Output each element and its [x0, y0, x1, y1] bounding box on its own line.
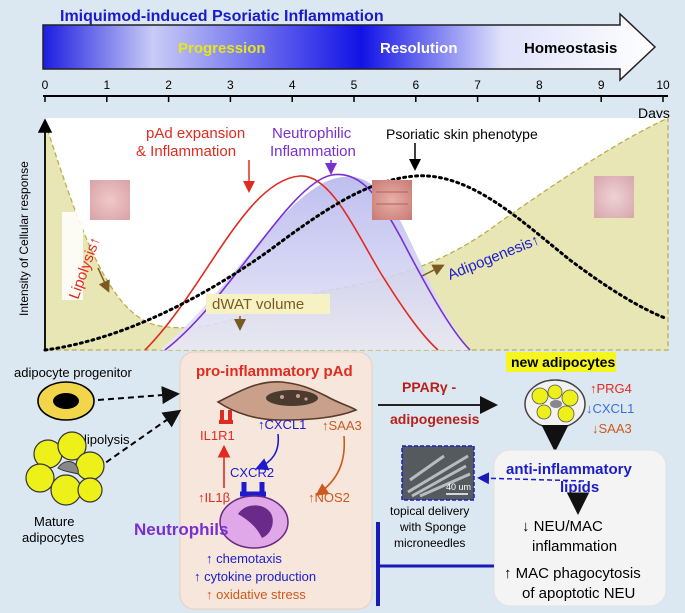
lipolysis-arrow [97, 267, 110, 293]
neu-label-line2: Inflammation [270, 143, 356, 160]
lipids-title-line2: lipids [560, 479, 599, 496]
lipolysis-label-bg [62, 212, 83, 300]
scale-bar-label: 40 um [446, 482, 471, 492]
saa3-arrow [315, 435, 346, 496]
day-tick-label: 3 [227, 78, 234, 92]
pparg-label-line2: adipogenesis [390, 411, 480, 427]
progenitor-label: adipocyte progenitor [14, 365, 132, 380]
lipids-title-line1: anti-inflammatory [506, 461, 633, 478]
phase-homeostasis: Homeostasis [524, 40, 617, 57]
dwat-label-bg [206, 294, 330, 314]
day-tick-label: 9 [598, 78, 605, 92]
skin-label: Psoriatic skin phenotype [386, 126, 538, 142]
sponge-text-3: microneedles [394, 536, 465, 550]
cxcr2-label: CXCR2 [230, 465, 274, 480]
mature-adipocyte-cluster [25, 431, 105, 506]
new-adipocyte-cell [524, 379, 586, 429]
neu-label-line1: Neutrophilic [272, 125, 352, 142]
nos2-label: ↑NOS2 [308, 490, 350, 505]
lipids-result-1: ↓ NEU/MAC [522, 518, 603, 535]
cxcr2-receptor [240, 482, 266, 497]
new-adipocytes-title: new adipocytes [511, 354, 615, 370]
il1r1-label: IL1R1 [200, 428, 235, 443]
saa3-label: ↑SAA3 [322, 418, 362, 433]
phase-progression: Progression [178, 40, 266, 57]
pad-droplet [280, 395, 284, 399]
diagram-title: Imiquimod-induced Psoriatic Inflammation [60, 8, 384, 25]
neu-function-1: ↑ chemotaxis [206, 551, 282, 566]
mature-label-line1: Mature [34, 514, 74, 529]
mature-label-line2: adipocytes [22, 530, 85, 545]
sponge-sem-texture [407, 454, 471, 498]
lipids-result-3: ↑ MAC phagocytosis [504, 565, 641, 582]
lipolysis-text: lipolysis [84, 432, 130, 447]
neutrophils-label: Neutrophils [134, 520, 228, 539]
progenitor-nucleus [53, 393, 79, 409]
response-chart: Intensity of Cellular response pAd expan… [17, 116, 669, 352]
skin-photo-day6 [372, 180, 412, 220]
day-tick-label: 0 [42, 78, 49, 92]
day-tick-label: 10 [656, 78, 670, 92]
il1r1-receptor [219, 410, 233, 424]
dwat-label: dWAT volume [212, 296, 304, 313]
cxcl1-down-label: ↓CXCL1 [586, 401, 634, 416]
neu-function-2: ↑ cytokine production [194, 569, 316, 584]
lipids-result-2: inflammation [532, 538, 617, 555]
pad-droplet [304, 397, 308, 401]
cxcl1-arrow [255, 433, 280, 471]
mature-arrow [97, 409, 182, 469]
lipids-to-sponge-arrow [477, 472, 585, 485]
pad-label-line1: pAd expansion [146, 125, 245, 142]
sponge-text-1: topical delivery [390, 504, 469, 518]
prg4-label: ↑PRG4 [590, 381, 632, 396]
day-tick-label: 5 [351, 78, 358, 92]
phase-resolution: Resolution [380, 40, 458, 57]
saa3-down-label: ↓SAA3 [592, 421, 632, 436]
day-tick-label: 8 [536, 78, 543, 92]
cxcl1-label: ↑CXCL1 [258, 417, 306, 432]
pad-label-line2: & Inflammation [136, 143, 236, 160]
day-ticks: 0 1 2 3 4 5 6 7 8 9 10 [42, 78, 670, 102]
lipids-box [493, 449, 667, 607]
pad-nucleus [266, 390, 318, 406]
day-tick-label: 4 [289, 78, 296, 92]
sponge-text-2: with Sponge [399, 520, 466, 534]
skin-curve [43, 174, 667, 352]
adipogenesis-arrow [421, 264, 445, 277]
day-tick-label: 1 [103, 78, 110, 92]
day-tick-label: 2 [165, 78, 172, 92]
day-tick-label: 6 [412, 78, 419, 92]
y-axis-label: Intensity of Cellular response [17, 161, 31, 316]
neu-function-3: ↑ oxidative stress [206, 587, 306, 602]
pad-box-title: pro-inflammatory pAd [196, 363, 353, 380]
timeline-arrow [42, 12, 657, 82]
progenitor-arrow [97, 386, 180, 405]
neutrophil-nucleus [238, 505, 273, 538]
skin-photo-day10 [594, 176, 634, 218]
pparg-label-line1: PPARγ - [402, 379, 457, 395]
new-adipocytes-bg [506, 352, 616, 372]
pad-curve [144, 175, 439, 351]
skin-photo-day1 [90, 180, 130, 220]
day-tick-label: 7 [474, 78, 481, 92]
lipids-result-4: of apoptotic NEU [522, 585, 635, 602]
days-label: Days [638, 105, 670, 121]
pad-droplet [296, 394, 300, 398]
il1b-label: ↑IL1β [198, 490, 230, 505]
